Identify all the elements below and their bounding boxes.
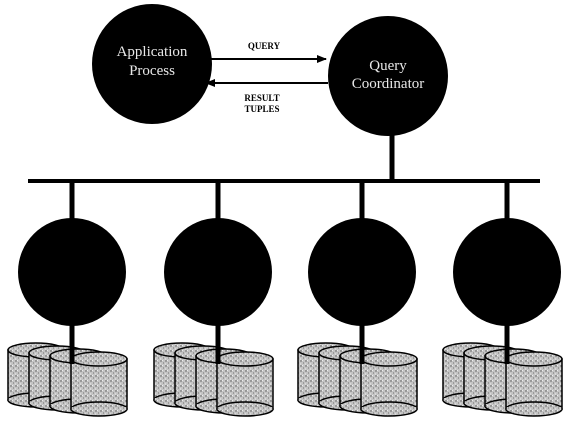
disk-stack (7, 342, 128, 417)
processor-node (453, 218, 561, 326)
disk-cylinder (216, 351, 274, 417)
disk-stack (297, 342, 418, 417)
disk-stack (153, 342, 274, 417)
result-arrow-label-line2: TUPLES (244, 104, 279, 114)
application-process-label-line1: Application (117, 44, 188, 60)
disk-cylinder (360, 351, 418, 417)
disk-stack (442, 342, 563, 417)
query-coordinator-label-line2: Coordinator (352, 76, 425, 92)
processor-node (164, 218, 272, 326)
processor-group (7, 181, 128, 417)
disk-cylinder (505, 351, 563, 417)
processor-group (442, 181, 563, 417)
processor-group (297, 181, 418, 417)
disk-cylinder (70, 351, 128, 417)
query-arrow-label: QUERY (248, 41, 281, 51)
result-tuples-arrow: RESULT TUPLES (205, 79, 328, 114)
processor-group (153, 181, 274, 417)
query-coordinator-node: Query Coordinator (328, 16, 448, 136)
application-process-label-line2: Process (129, 63, 175, 79)
query-coordinator-label-line1: Query (369, 58, 407, 74)
application-process-node: Application Process (92, 4, 212, 124)
result-arrow-label-line1: RESULT (244, 93, 279, 103)
processor-node (308, 218, 416, 326)
processor-nodes (7, 181, 563, 417)
processor-node (18, 218, 126, 326)
query-arrow: QUERY (210, 41, 327, 63)
